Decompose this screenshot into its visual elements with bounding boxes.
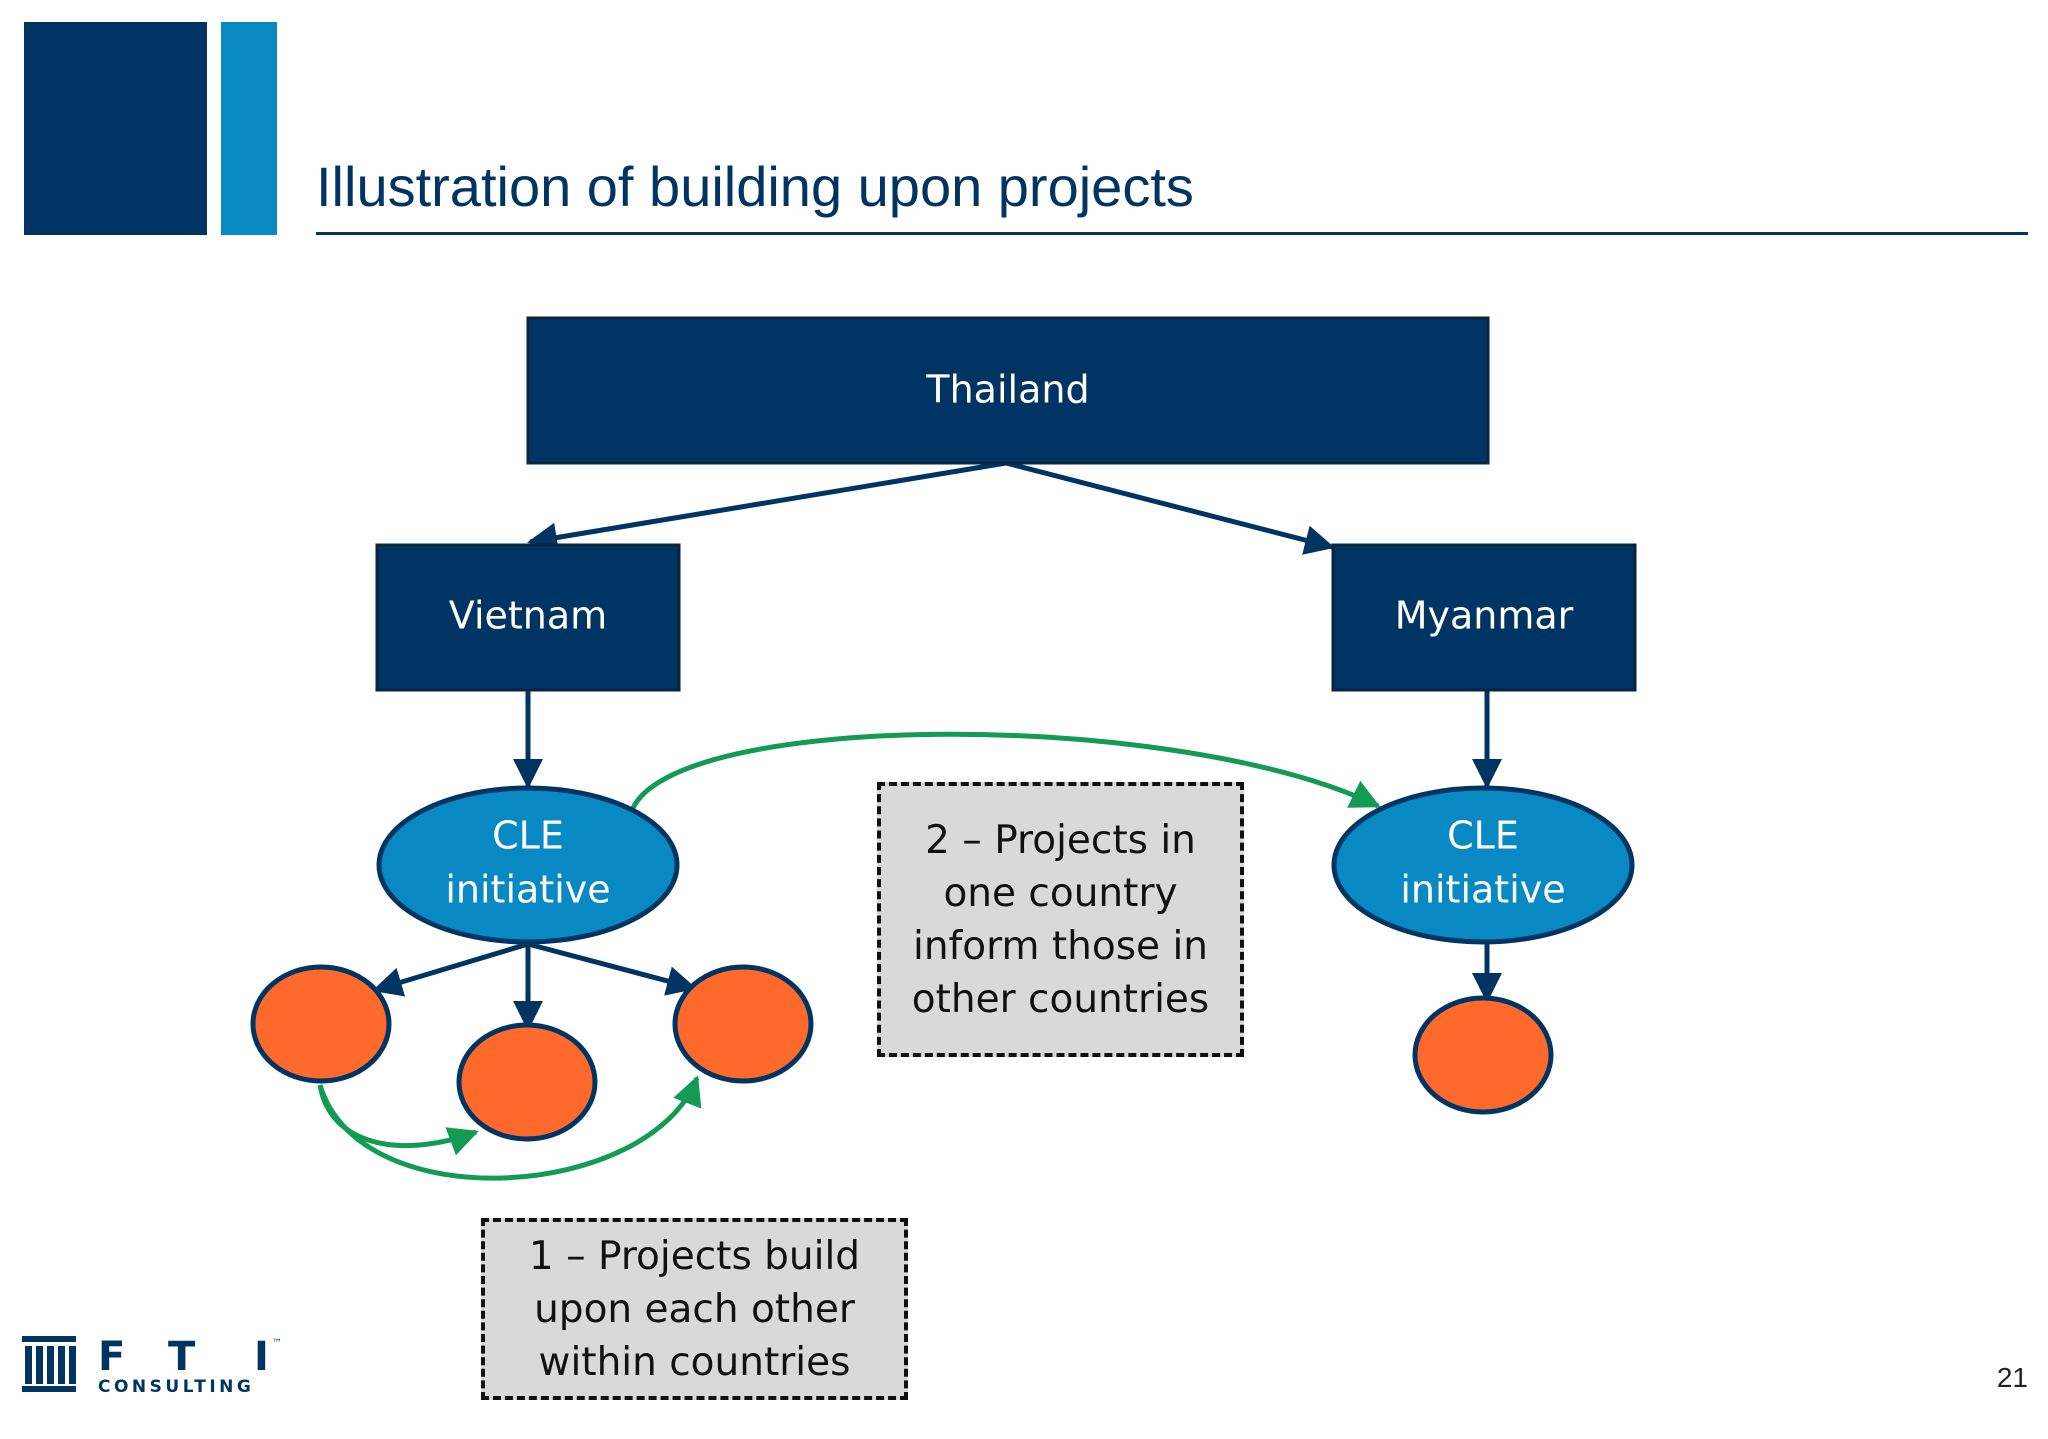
note-1-line-1: 1 – Projects build (528, 1233, 861, 1279)
arrow-initiative-project-3 (527, 941, 697, 996)
note-1-line-2: upon each other (534, 1286, 855, 1332)
note-within-countries: 1 – Projects build upon each other withi… (481, 1218, 908, 1400)
thailand-label: Thailand (925, 368, 1089, 412)
vietnam-initiative-line-2: initiative (445, 868, 610, 912)
myanmar-initiative-line-1: CLE (1447, 814, 1519, 858)
logo-consulting: CONSULTING (98, 1377, 254, 1394)
myanmar-label: Myanmar (1395, 594, 1574, 638)
note-2-line-3: inform those in (912, 923, 1208, 969)
logo-letter-i: I (254, 1334, 269, 1380)
slide-title: Illustration of building upon projects (316, 155, 1194, 218)
logo-letter-f: F (98, 1334, 125, 1380)
arrow-thailand-vietnam (527, 460, 1007, 553)
note-2-line-4: other countries (911, 976, 1210, 1022)
vietnam-initiative-ellipse (376, 785, 680, 945)
note-2-line-2: one country (943, 870, 1178, 916)
arrow-thailand-myanmar (1005, 460, 1335, 555)
myanmar-project-1 (1412, 995, 1554, 1115)
myanmar-initiative-line-2: initiative (1400, 868, 1565, 912)
green-arrow-project-1-to-2 (317, 1084, 479, 1156)
fti-consulting-logo: F T I ™ CONSULTING (22, 1334, 282, 1394)
vietnam-label: Vietnam (449, 594, 607, 638)
title-underline (316, 232, 2028, 235)
note-2-line-1: 2 – Projects in (925, 817, 1196, 863)
vietnam-initiative-line-1: CLE (492, 814, 564, 858)
note-between-countries: 2 – Projects in one country inform those… (877, 782, 1244, 1057)
green-arrow-project-1-to-3 (317, 1075, 702, 1181)
vietnam-project-2 (456, 1022, 598, 1142)
vietnam-project-3 (672, 964, 814, 1084)
myanmar-box (1331, 543, 1637, 692)
page-number: 21 (1996, 1362, 2028, 1393)
logo-trademark: ™ (272, 1338, 282, 1349)
myanmar-initiative-ellipse (1331, 785, 1635, 945)
vietnam-box (375, 543, 681, 692)
header-block-light (221, 22, 277, 235)
logo-columns-icon (22, 1336, 76, 1392)
green-arrow-between-countries (630, 731, 1381, 810)
arrow-initiative-project-1 (372, 941, 529, 997)
header-block-dark (24, 22, 207, 235)
thailand-box (526, 316, 1490, 465)
vietnam-project-1 (250, 964, 392, 1084)
note-1-line-3: within countries (538, 1339, 851, 1385)
logo-letter-t: T (168, 1334, 196, 1380)
